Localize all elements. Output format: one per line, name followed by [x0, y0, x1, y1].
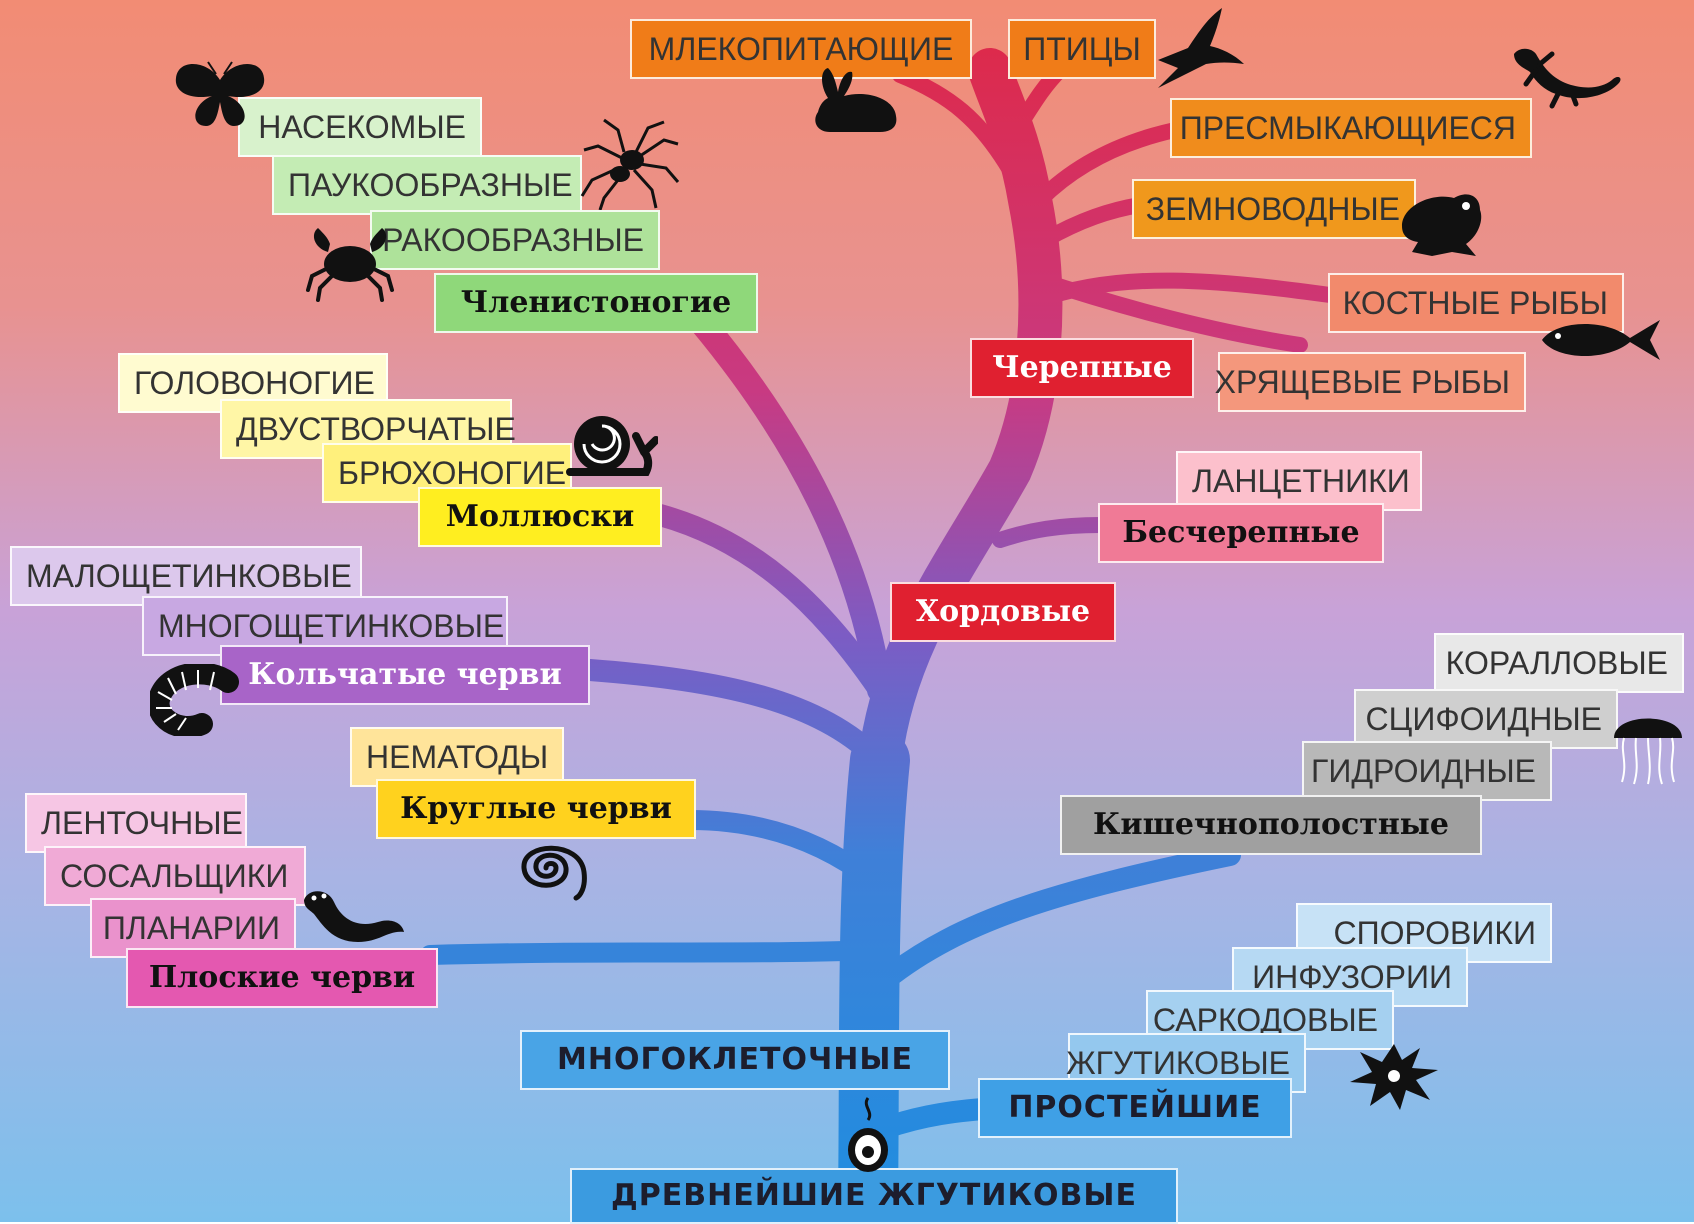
lizard-icon: [1514, 48, 1621, 109]
craniata-item-reptiles: ПРЕСМЫКАЮЩИЕСЯ: [1170, 98, 1532, 158]
mollusc-title: Моллюски: [418, 487, 662, 547]
jellyfish-icon: [1614, 718, 1682, 785]
acrania-item-lancelets: ЛАНЦЕТНИКИ: [1176, 451, 1422, 511]
butterfly-icon: [175, 61, 265, 126]
roundworm-icon: [521, 845, 587, 901]
protozoa-title: ПРОСТЕЙШИЕ: [978, 1078, 1292, 1138]
chordata-title: Хордовые: [890, 582, 1116, 642]
roundworm-title: Круглые черви: [376, 779, 696, 839]
multicellular-label: МНОГОКЛЕТОЧНЫЕ: [520, 1030, 950, 1090]
rabbit-icon: [815, 68, 897, 132]
roundworm-item-nematodes: НЕМАТОДЫ: [350, 727, 564, 787]
annelid-title: Кольчатые черви: [220, 645, 590, 705]
cnidaria-item-scyphozoa: СЦИФОИДНЫЕ: [1354, 689, 1618, 749]
craniata-title: Черепные: [970, 338, 1194, 398]
craniata-item-birds: ПТИЦЫ: [1008, 19, 1156, 79]
craniata-item-amphibians: ЗЕМНОВОДНЫЕ: [1132, 179, 1416, 239]
snail-icon: [566, 416, 658, 476]
flatworm-item-flukes: СОСАЛЬЩИКИ: [44, 846, 306, 906]
flatworm-title: Плоские черви: [126, 948, 438, 1008]
crab-icon: [306, 228, 394, 302]
craniata-item-cartilaginous-fish: ХРЯЩЕВЫЕ РЫБЫ: [1215, 352, 1526, 412]
amoeba-icon: [1350, 1044, 1438, 1110]
arthropod-item-arachnids: ПАУКООБРАЗНЫЕ: [272, 155, 582, 215]
swallow-icon: [1158, 8, 1244, 88]
flagellate-icon: [848, 1097, 888, 1172]
flatworm-icon: [304, 891, 404, 942]
frog-icon: [1402, 194, 1482, 256]
root-label: ДРЕВНЕЙШИЕ ЖГУТИКОВЫЕ: [570, 1168, 1178, 1224]
acrania-title: Бесчерепные: [1098, 503, 1384, 563]
craniata-item-bony-fish: КОСТНЫЕ РЫБЫ: [1328, 273, 1624, 333]
craniata-item-mammals: МЛЕКОПИТАЮЩИЕ: [630, 19, 972, 79]
spider-icon: [580, 118, 680, 210]
fish-icon: [1542, 320, 1660, 360]
flatworm-item-tapeworms: ЛЕНТОЧНЫЕ: [25, 793, 247, 853]
cnidaria-item-coral: КОРАЛЛОВЫЕ: [1434, 633, 1684, 693]
arthropod-item-insects: НАСЕКОМЫЕ: [238, 97, 482, 157]
annelid-icon: [150, 664, 239, 736]
arthropod-title: Членистоногие: [434, 273, 758, 333]
cnidaria-title: Кишечнополостные: [1060, 795, 1482, 855]
arthropod-item-crustaceans: РАКООБРАЗНЫЕ: [370, 210, 660, 270]
cnidaria-item-hydrozoa: ГИДРОИДНЫЕ: [1302, 741, 1552, 801]
